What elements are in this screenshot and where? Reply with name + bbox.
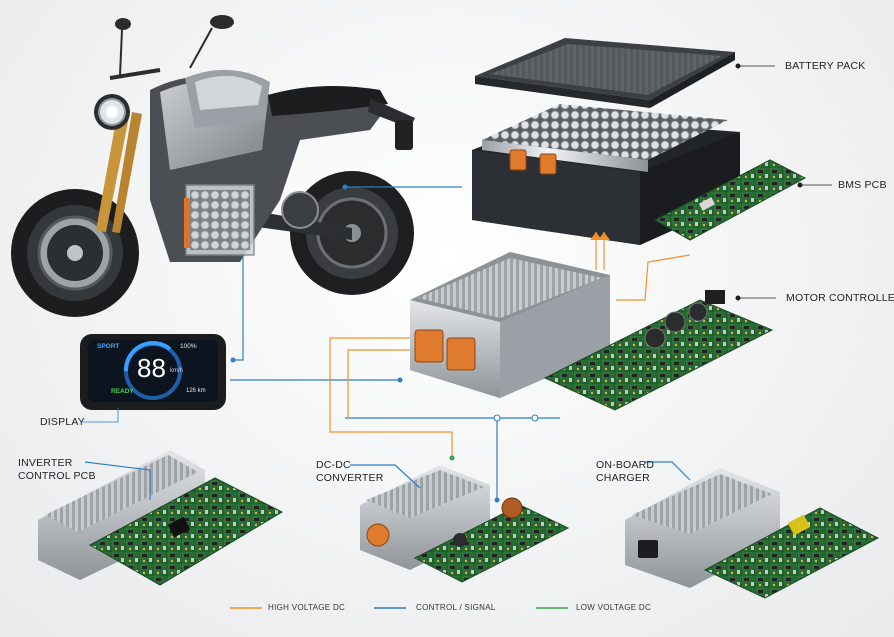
label-dc-dc: DC-DC CONVERTER [316,459,384,485]
dashboard-speed: 88 [137,353,166,383]
legend-low-voltage: LOW VOLTAGE DC [576,603,652,612]
label-inverter: INVERTER CONTROL PCB [18,457,96,483]
legend-control-signal: CONTROL / SIGNAL [416,603,496,612]
motor-controller-illustration [410,252,774,411]
label-bms-pcb: BMS PCB [838,179,887,191]
battery-pack-illustration [472,38,740,245]
label-obc-line1: ON-BOARD [596,459,655,471]
bms-pcb-illustration [653,159,807,241]
dashboard-mode: SPORT [97,343,120,350]
label-inverter-line2: CONTROL PCB [18,470,96,482]
label-display: DISPLAY [40,416,85,428]
dashboard-status: READY [111,388,134,395]
label-battery-pack: BATTERY PACK [785,60,866,72]
line-frame-to-display [233,255,244,361]
label-dcdc-line1: DC-DC [316,459,351,471]
label-dcdc-line2: CONVERTER [316,472,384,484]
label-inverter-line1: INVERTER [18,457,73,469]
connection-dots [230,63,803,503]
dc-dc-converter-illustration [360,465,570,583]
display-illustration [80,334,226,410]
inverter-control-pcb-illustration [38,450,284,586]
motorcycle-illustration [11,15,415,317]
connection-lines [82,65,832,500]
dashboard-range: 126 km [186,388,206,394]
label-on-board-charger: ON-BOARD CHARGER [596,459,654,485]
on-board-charger-illustration [625,468,880,599]
line-hv-controller-to-dcdc [329,337,453,458]
legend-high-voltage: HIGH VOLTAGE DC [268,603,346,612]
dashboard-battery: 100% [180,343,197,350]
label-obc-line2: CHARGER [596,472,650,484]
dashboard-unit: km/h [170,368,184,374]
label-motor-controller: MOTOR CONTROLLER [786,292,894,304]
